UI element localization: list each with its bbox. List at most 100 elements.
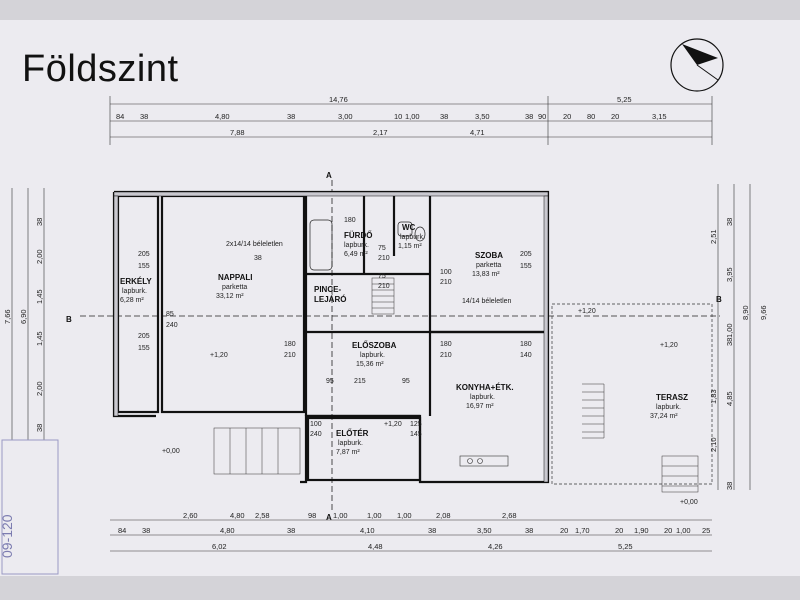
svg-text:2,68: 2,68 — [502, 511, 517, 520]
svg-text:180: 180 — [440, 341, 452, 348]
room-furdo-area: 6,49 m² — [344, 251, 368, 258]
svg-text:1,90: 1,90 — [634, 526, 649, 535]
svg-text:4,10: 4,10 — [360, 526, 375, 535]
svg-text:38: 38 — [725, 218, 734, 226]
svg-text:180: 180 — [284, 341, 296, 348]
room-konyha-floor: lapburk. — [470, 394, 495, 401]
bottom-dims-row2: 84 38 4,80 38 4,10 38 3,50 38 20 1,70 20… — [118, 526, 710, 535]
svg-text:38: 38 — [525, 112, 533, 121]
svg-text:4,80: 4,80 — [230, 511, 245, 520]
left-dimension-lines — [11, 188, 45, 440]
room-pince-line1: PINCE- — [314, 285, 341, 294]
svg-text:240: 240 — [166, 322, 178, 329]
svg-text:2,10: 2,10 — [709, 437, 718, 452]
room-wc-area: 1,15 m² — [398, 243, 422, 250]
svg-text:90: 90 — [538, 112, 546, 121]
dim-right-top: 5,25 — [617, 95, 632, 104]
svg-text:3,00: 3,00 — [338, 112, 353, 121]
svg-text:2,58: 2,58 — [255, 511, 270, 520]
top-dimension-lines — [109, 96, 713, 145]
svg-text:20: 20 — [664, 526, 672, 535]
svg-text:3,50: 3,50 — [475, 112, 490, 121]
walls — [112, 190, 550, 484]
svg-text:100: 100 — [310, 421, 322, 428]
svg-text:38: 38 — [254, 255, 262, 262]
svg-text:98: 98 — [308, 511, 316, 520]
svg-text:20: 20 — [611, 112, 619, 121]
svg-text:210: 210 — [378, 255, 390, 262]
svg-text:38: 38 — [725, 482, 734, 490]
room-eloter-area: 7,87 m² — [336, 449, 360, 456]
room-nappali-area: 33,12 m² — [216, 293, 244, 300]
section-a-top: A — [326, 171, 332, 180]
svg-text:180: 180 — [520, 341, 532, 348]
room-nappali-floor: parketta — [222, 284, 247, 291]
right-dims: 2,51 38 3,95 38 1,00 1,83 4,85 2,10 38 8… — [709, 218, 768, 490]
room-erkely-area: 6,28 m² — [120, 297, 144, 304]
svg-text:155: 155 — [138, 345, 150, 352]
svg-text:3,15: 3,15 — [652, 112, 667, 121]
dim-525-bottom: 5,25 — [618, 542, 633, 551]
room-furdo-name: FÜRDŐ — [344, 231, 372, 240]
svg-text:1,00: 1,00 — [367, 511, 382, 520]
dim-448: 4,48 — [368, 542, 383, 551]
svg-text:205: 205 — [520, 251, 532, 258]
stamp-number: 09-120 — [0, 514, 15, 558]
bottom-dims-row1: 2,60 4,80 2,58 98 1,00 1,00 1,00 2,08 2,… — [183, 511, 517, 520]
svg-text:1,45: 1,45 — [35, 289, 44, 304]
svg-text:25: 25 — [702, 526, 710, 535]
dim-471: 4,71 — [470, 128, 485, 137]
svg-text:210: 210 — [378, 283, 390, 290]
terrace-outline — [551, 303, 713, 485]
svg-text:125: 125 — [410, 421, 422, 428]
left-dims: 38 2,00 1,45 1,45 2,00 38 7,66 6,90 — [3, 218, 44, 432]
svg-text:2,51: 2,51 — [709, 229, 718, 244]
level-mark-terasz: +1,20 — [660, 342, 678, 349]
svg-text:1,00: 1,00 — [725, 323, 734, 338]
svg-text:2,00: 2,00 — [35, 381, 44, 396]
svg-text:1,00: 1,00 — [397, 511, 412, 520]
svg-text:2,00: 2,00 — [35, 249, 44, 264]
svg-text:20: 20 — [563, 112, 571, 121]
room-wc-floor: lapburk. — [400, 234, 425, 241]
dim-217: 2,17 — [373, 128, 388, 137]
room-terasz-name: TERASZ — [656, 393, 688, 402]
entry-stairs-icon — [213, 427, 301, 475]
svg-text:84: 84 — [116, 112, 124, 121]
svg-text:1,00: 1,00 — [333, 511, 348, 520]
svg-text:38: 38 — [287, 112, 295, 121]
section-b-left: B — [66, 315, 72, 324]
svg-text:210: 210 — [440, 352, 452, 359]
svg-text:3,50: 3,50 — [477, 526, 492, 535]
room-furdo-floor: lapburk. — [344, 242, 369, 249]
room-nappali-name: NAPPALI — [218, 273, 253, 282]
floor-plan-drawing: 14,76 5,25 84 38 4,80 38 3,00 10 1,00 38… — [3, 95, 768, 552]
level-mark-outside-right: +0,00 — [680, 499, 698, 506]
svg-text:38: 38 — [440, 112, 448, 121]
svg-text:205: 205 — [138, 251, 150, 258]
terrace-stairs-icon — [582, 383, 699, 493]
svg-text:140: 140 — [520, 352, 532, 359]
level-mark-outside-left: +0,00 — [162, 448, 180, 455]
section-a-bottom: A — [326, 513, 332, 522]
level-mark-szoba: +1,20 — [578, 308, 596, 315]
svg-text:100: 100 — [440, 269, 452, 276]
svg-text:1,83: 1,83 — [709, 389, 718, 404]
level-mark-nappali: +1,20 — [210, 352, 228, 359]
svg-text:95: 95 — [326, 378, 334, 385]
svg-text:155: 155 — [138, 263, 150, 270]
room-eloter-floor: lapburk. — [338, 440, 363, 447]
svg-text:180: 180 — [344, 217, 356, 224]
svg-text:155: 155 — [520, 263, 532, 270]
svg-text:4,85: 4,85 — [725, 391, 734, 406]
svg-text:38: 38 — [428, 526, 436, 535]
svg-text:7,66: 7,66 — [3, 309, 12, 324]
svg-text:9,66: 9,66 — [759, 305, 768, 320]
room-eloszoba-floor: lapburk. — [360, 352, 385, 359]
room-erkely-floor: lapburk. — [122, 288, 147, 295]
svg-text:38: 38 — [287, 526, 295, 535]
svg-text:38: 38 — [35, 218, 44, 226]
svg-text:75: 75 — [378, 245, 386, 252]
room-szoba-area: 13,83 m² — [472, 271, 500, 278]
